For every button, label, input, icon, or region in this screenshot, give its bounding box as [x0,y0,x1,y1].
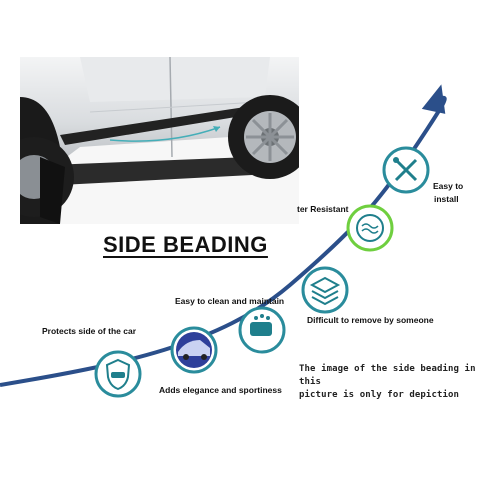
car-side-photo [20,57,299,224]
note-line-1: The image of the side beading in this [299,364,476,387]
feature-label-elegance: Adds elegance and sportiness [159,385,282,395]
layers-icon [301,266,349,314]
hand-wash-icon [238,306,286,354]
page-title: SIDE BEADING [103,232,268,257]
feature-label-difficult: Difficult to remove by someone [307,315,434,325]
feature-label-clean: Easy to clean and maintain [175,296,285,306]
depiction-note: The image of the side beading in this pi… [299,363,500,402]
feature-label-install-1: Easy to [433,181,464,191]
feature-label-install-2: install [434,194,459,204]
car-side-icon [170,326,218,374]
tools-icon [382,146,430,194]
feature-label-protects: Protects side of the car [42,326,137,336]
shield-car-icon [94,350,142,398]
feature-label-water: ter Resistant [297,204,349,214]
note-line-2: picture is only for depiction [299,390,460,400]
water-resistant-icon [346,204,394,252]
